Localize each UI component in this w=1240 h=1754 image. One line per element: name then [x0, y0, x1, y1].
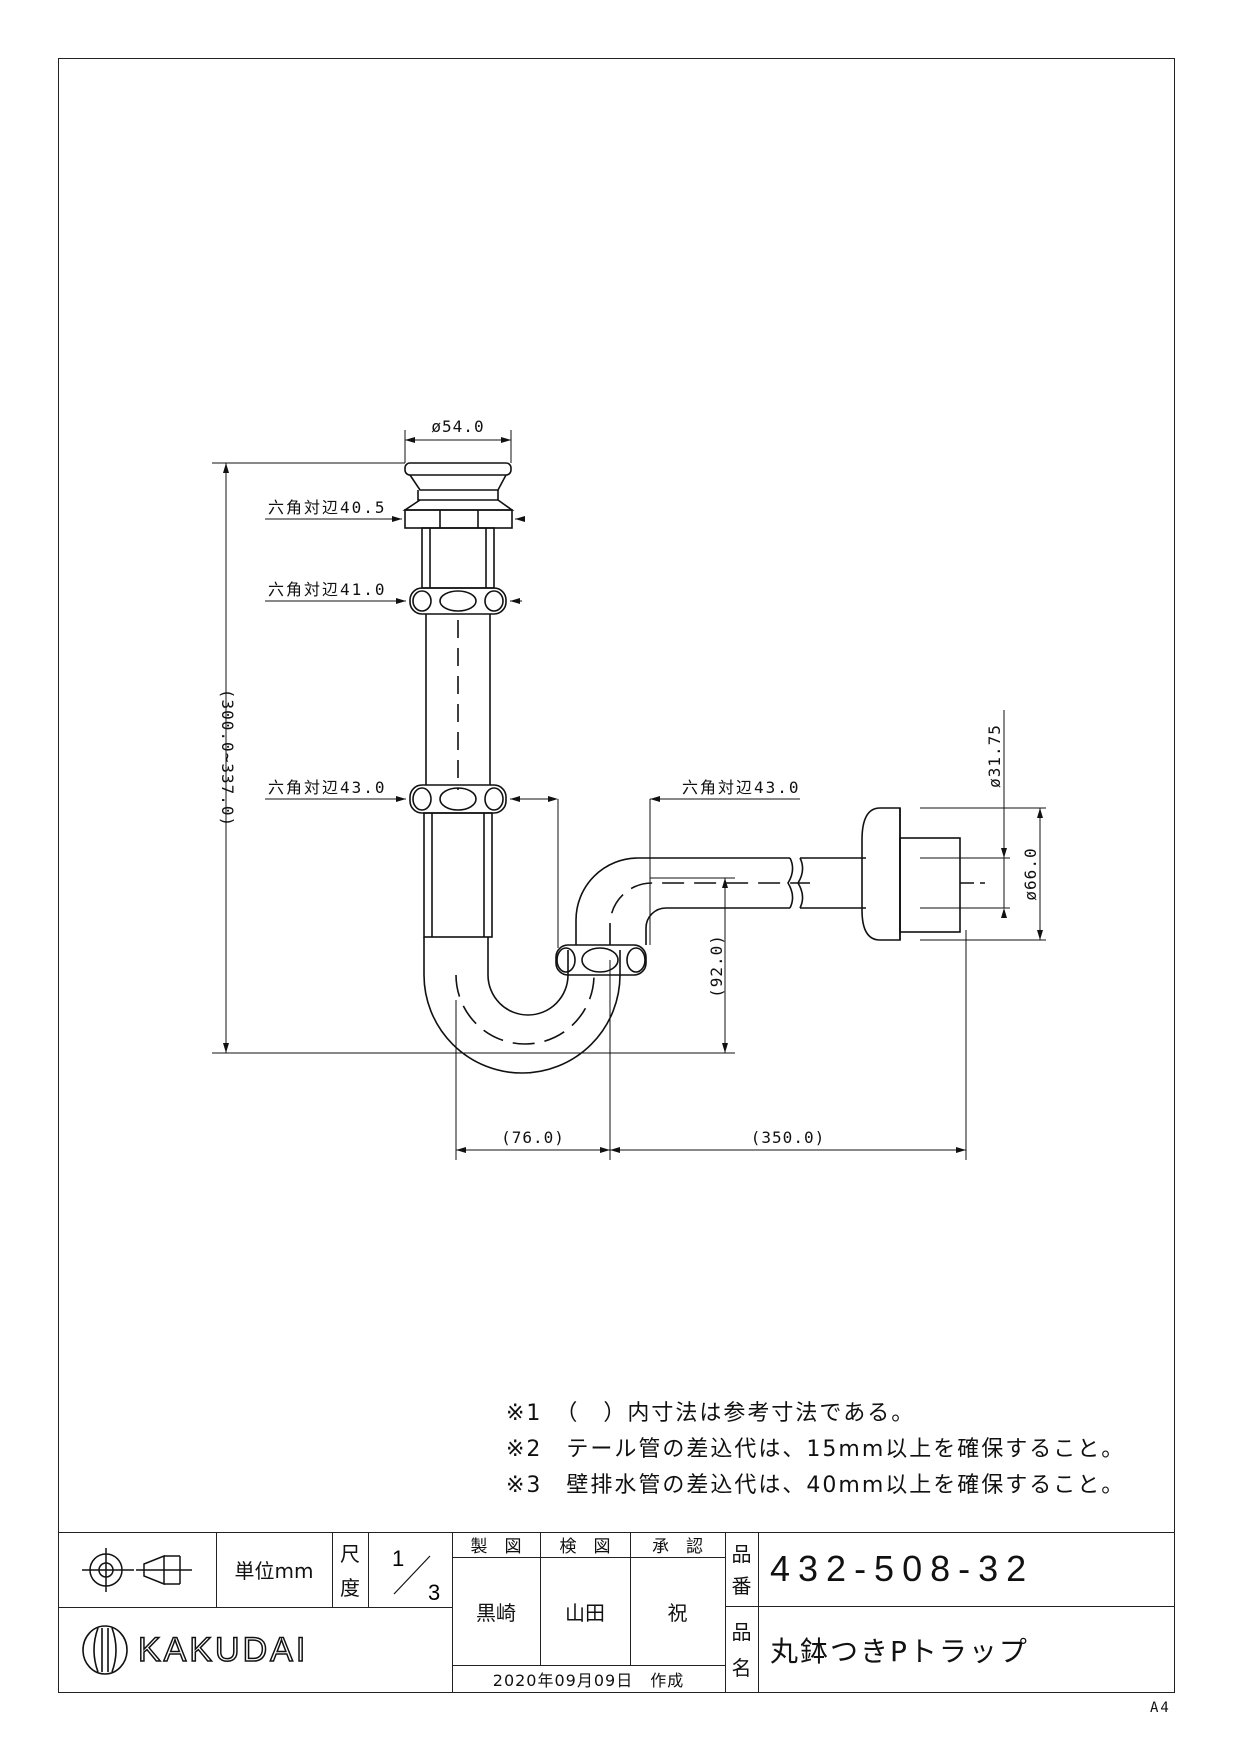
- tail-sleeve: [423, 812, 493, 938]
- approved-by-label: 承 認: [652, 1537, 703, 1557]
- hex-nut-1: [409, 587, 507, 615]
- drawing-frame: [58, 58, 1175, 1693]
- hex-nut-3: [555, 944, 647, 976]
- dim-pipe-diameter: ø31.75: [985, 724, 1004, 788]
- dim-hex-1: 六角対辺40.5: [268, 498, 387, 517]
- scale-label-2: 度: [340, 1575, 360, 1600]
- tail-pipe: [425, 614, 491, 790]
- checked-by: 山田: [565, 1600, 605, 1625]
- checked-by-label: 検 図: [559, 1537, 611, 1557]
- approved-by: 祝: [667, 1600, 688, 1625]
- note-3: ※3 壁排水管の差込代は、40mm以上を確保すること。: [506, 1473, 1126, 1498]
- outlet-bend: [575, 857, 866, 945]
- dim-hex-2: 六角対辺41.0: [268, 580, 387, 599]
- dim-width-2: (350.0): [751, 1128, 825, 1147]
- part-no-label-1: 品: [731, 1541, 752, 1566]
- date-created: 2020年09月09日 作成: [492, 1671, 685, 1690]
- company-logo-text: KAKUDAI: [137, 1630, 309, 1670]
- title-block: 単位mm 尺 度 1 3 KAKUDAI 製 図 検 図 承 認 黒崎 山田 祝…: [58, 1532, 1175, 1693]
- part-name: 丸鉢つきPトラップ: [770, 1634, 1029, 1668]
- drawn-by-label: 製 図: [470, 1537, 522, 1557]
- part-no-label-2: 番: [731, 1573, 752, 1598]
- scale-label-1: 尺: [340, 1541, 360, 1566]
- scale-fraction: 1 3: [392, 1546, 440, 1605]
- part-name-label-1: 品: [731, 1619, 752, 1644]
- dim-hex-3: 六角対辺43.0: [268, 778, 387, 797]
- part-number: 432-508-32: [770, 1548, 1035, 1589]
- u-bend: [423, 937, 621, 1074]
- dim-trap-height: (92.0): [707, 934, 726, 998]
- note-1: ※1 （ ）内寸法は参考寸法である。: [506, 1401, 916, 1426]
- part-name-label-2: 名: [731, 1655, 752, 1680]
- dim-width-1: (76.0): [501, 1128, 565, 1147]
- scale-denominator: 3: [428, 1580, 440, 1605]
- kakudai-logo-icon: [82, 1625, 128, 1675]
- notes: ※1 （ ）内寸法は参考寸法である。 ※2 テール管の差込代は、15mm以上を確…: [506, 1396, 1125, 1504]
- drawn-by: 黒崎: [476, 1600, 516, 1625]
- scale-numerator: 1: [392, 1546, 404, 1571]
- tail-pipe-upper: [421, 527, 495, 589]
- third-angle-projection-icon: [82, 1548, 192, 1592]
- dim-height: (300.0~337.0): [218, 689, 237, 827]
- drain-cap: [402, 462, 515, 529]
- unit-label: 単位mm: [234, 1559, 314, 1583]
- dim-flange-diameter: ø66.0: [1021, 847, 1040, 900]
- wall-flange: [861, 807, 985, 941]
- note-2: ※2 テール管の差込代は、15mm以上を確保すること。: [506, 1437, 1126, 1462]
- dim-hex-4: 六角対辺43.0: [682, 778, 801, 797]
- dim-top-diameter: ø54.0: [431, 417, 484, 436]
- sheet-size: A4: [1150, 1700, 1171, 1716]
